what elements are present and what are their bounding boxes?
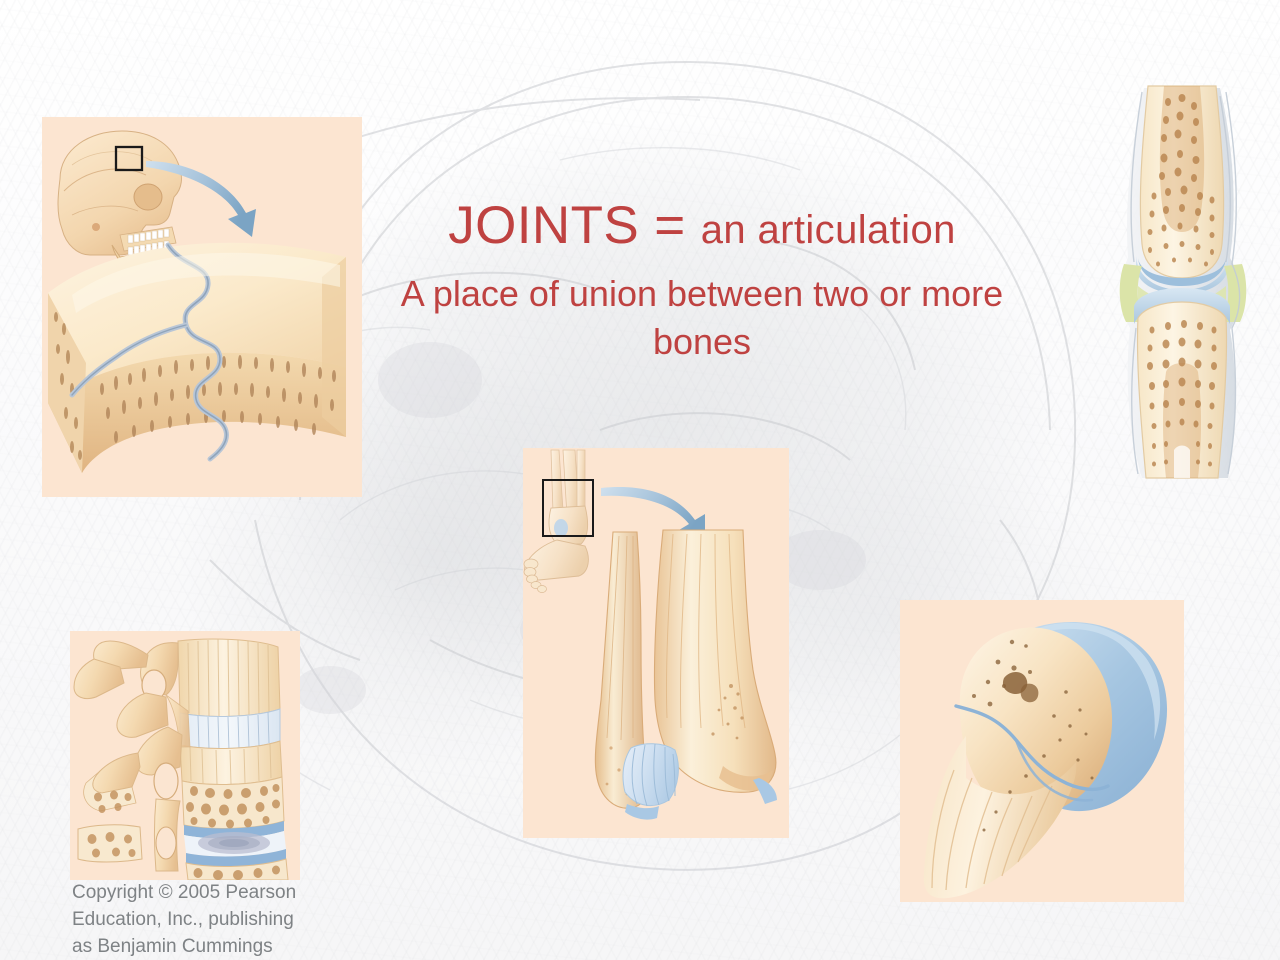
interosseous-ligament (622, 743, 679, 807)
figure-intervertebral-discs (70, 631, 300, 880)
shaft-striations (931, 769, 1053, 891)
ankle-highlight-box (542, 479, 594, 537)
bone-diaphysis (923, 736, 1077, 899)
magnify-arrow (146, 161, 256, 237)
spongy-texture-upper (1147, 94, 1215, 267)
subtitle-line-2: more bones (652, 273, 1004, 362)
nutrient-foramina (711, 684, 744, 740)
copyright-notice: Copyright © 2005 Pearson Education, Inc.… (72, 880, 342, 960)
title-term: JOINTS = (448, 196, 701, 255)
cartilage-lateral (625, 804, 659, 820)
foot-inset (523, 449, 594, 593)
upper-bone (1139, 85, 1225, 279)
page-title: JOINTS = an articulation (352, 196, 1052, 255)
figure-tibiofibular-syndesmosis (523, 448, 789, 838)
spongy-bone-middle (186, 784, 280, 829)
vertebral-arches (73, 640, 191, 872)
capsule-fibers (1130, 91, 1241, 475)
page-subtitle: A place of union between two or more bon… (352, 270, 1052, 365)
tibia (653, 529, 777, 793)
cranial-suture-illustration (48, 130, 346, 473)
copyright-line-1: Copyright © 2005 Pearson (72, 882, 297, 903)
subtitle-line-1: A place of union between two or (400, 273, 912, 315)
disc-line-upper (184, 821, 284, 839)
ankle-syndesmosis-illustration (523, 449, 777, 820)
title-definition: an articulation (700, 208, 956, 252)
lower-bone (1136, 301, 1228, 479)
spongy-bone-texture (54, 312, 82, 460)
figure-synovial-joint (1108, 72, 1258, 490)
suture-block (48, 242, 346, 473)
bone-end-cartilage-illustration (923, 622, 1168, 899)
title-block: JOINTS = an articulation A place of unio… (352, 196, 1052, 365)
suture-highlight-box (114, 145, 144, 172)
epiphyseal-line (954, 704, 1110, 792)
cartilage-medial (753, 778, 777, 804)
figure-cranial-suture (42, 117, 362, 497)
spinous-process-lower (92, 752, 141, 794)
synovial-joint-illustration (1119, 85, 1247, 479)
vertebrae-illustration (73, 638, 289, 880)
vertebral-foramen-lower (153, 762, 179, 800)
figure-articular-cartilage (900, 600, 1184, 902)
spongy-texture-lower (1147, 320, 1217, 467)
copyright-line-3: as Benjamin Cummings (72, 935, 273, 957)
nutrient-foramina-pits (972, 639, 1094, 832)
articular-cartilage-upper (1138, 258, 1226, 286)
large-foramen (1002, 672, 1028, 694)
bone-epiphysis (959, 627, 1113, 815)
disc-line-lower (186, 849, 286, 867)
ligament-fibers (631, 743, 676, 807)
copyright-line-2: Education, Inc., publishing (72, 908, 294, 930)
